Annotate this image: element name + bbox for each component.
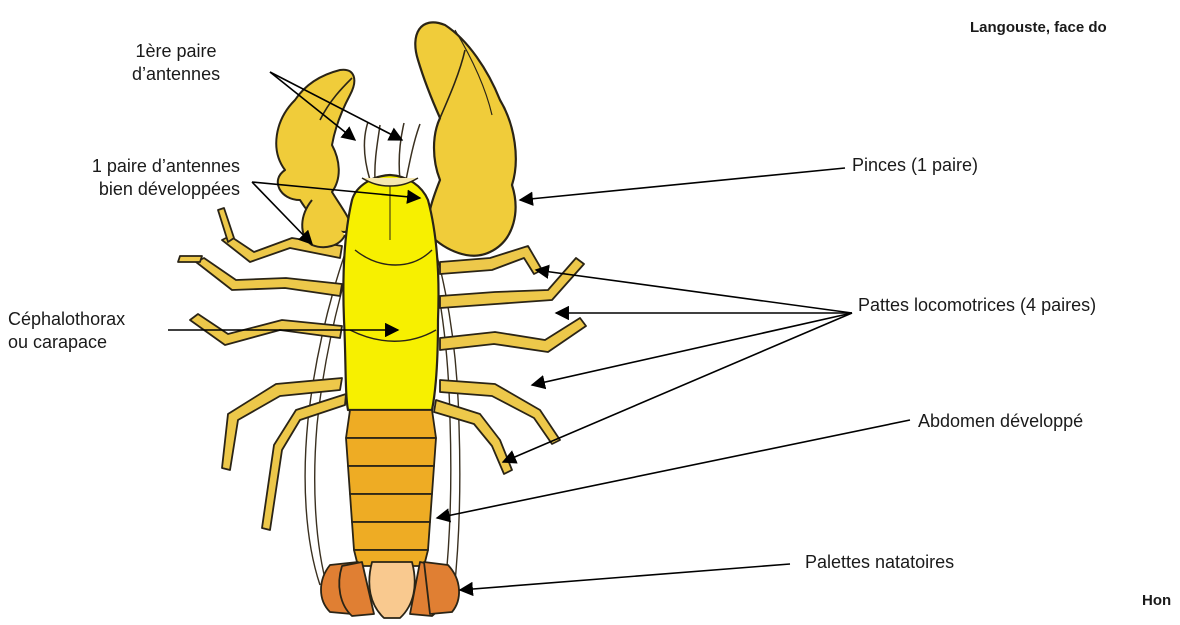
tail-fan xyxy=(321,562,459,618)
label-developed-antennae: 1 paire d’antennes bien développées xyxy=(35,155,240,201)
label-cephalothorax-line1: Céphalothorax xyxy=(8,308,125,331)
label-cephalothorax-line2: ou carapace xyxy=(8,331,125,354)
pointer-pincers xyxy=(520,168,845,200)
label-first-antennae-line2: d’antennes xyxy=(132,63,220,86)
carapace xyxy=(343,175,438,410)
label-pincers: Pinces (1 paire) xyxy=(852,154,978,177)
left-claw xyxy=(276,70,354,247)
short-antennules xyxy=(364,122,420,180)
pointer-legs-1 xyxy=(536,270,852,313)
label-developed-antennae-line1: 1 paire d’antennes xyxy=(35,155,240,178)
lobster-illustration xyxy=(178,22,586,618)
walking-legs-right xyxy=(434,246,586,474)
pointer-swim-paddles xyxy=(460,564,790,590)
footer-text: Hon xyxy=(1142,592,1171,609)
label-abdomen: Abdomen développé xyxy=(918,410,1083,433)
walking-legs-left xyxy=(178,208,346,530)
label-first-antennae: 1ère paire d’antennes xyxy=(132,40,220,86)
label-walking-legs: Pattes locomotrices (4 paires) xyxy=(858,294,1096,317)
abdomen xyxy=(346,410,436,566)
label-first-antennae-line1: 1ère paire xyxy=(132,40,220,63)
diagram-title: Langouste, face do xyxy=(970,19,1107,36)
label-cephalothorax: Céphalothorax ou carapace xyxy=(8,308,125,354)
label-swim-paddles: Palettes natatoires xyxy=(805,551,954,574)
label-developed-antennae-line2: bien développées xyxy=(35,178,240,201)
